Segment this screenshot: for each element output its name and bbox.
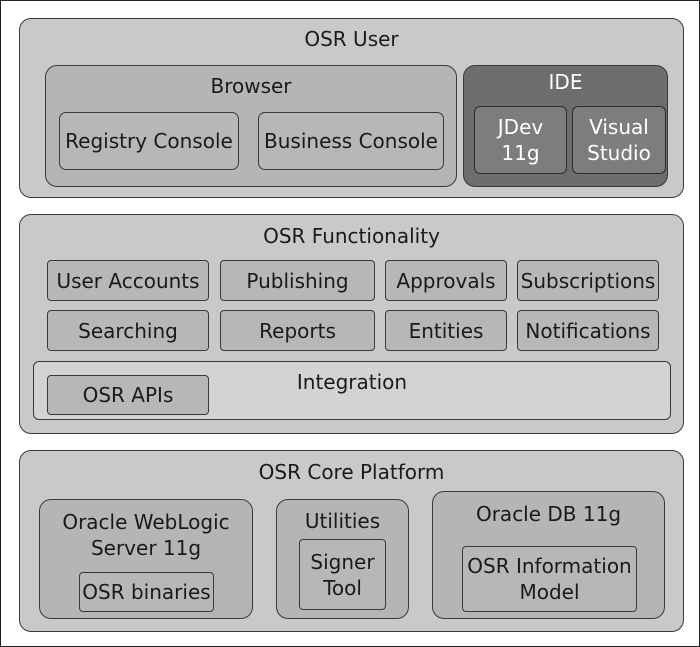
utilities-title: Utilities [304, 509, 381, 533]
jdev-box: JDev 11g [474, 106, 567, 174]
browser-title: Browser [210, 74, 292, 98]
oracle-db-group: Oracle DB 11g OSR Information Model [432, 491, 665, 619]
integration-group: Integration OSR APIs [33, 361, 671, 420]
utilities-group: Utilities Signer Tool [276, 499, 409, 619]
weblogic-group: Oracle WebLogic Server 11g OSR binaries [39, 499, 253, 619]
browser-group: Browser Registry Console Business Consol… [45, 65, 457, 187]
osr-user-layer: OSR User Browser Registry Console Busine… [19, 18, 684, 198]
publishing-box: Publishing [220, 260, 375, 301]
osr-functionality-title: OSR Functionality [263, 224, 440, 248]
visual-studio-box: Visual Studio [572, 106, 666, 174]
searching-box: Searching [47, 310, 209, 351]
notifications-box: Notifications [517, 310, 659, 351]
user-accounts-box: User Accounts [47, 260, 209, 301]
business-console-box: Business Console [258, 112, 444, 170]
weblogic-title: Oracle WebLogic Server 11g [62, 510, 230, 560]
osr-apis-box: OSR APIs [47, 375, 209, 415]
osr-functionality-layer: OSR Functionality User Accounts Publishi… [19, 214, 684, 434]
osr-information-model-box: OSR Information Model [462, 546, 637, 612]
osr-binaries-box: OSR binaries [79, 572, 214, 612]
osr-core-platform-title: OSR Core Platform [258, 460, 445, 484]
visual-studio-label: Visual Studio [587, 115, 651, 165]
subscriptions-box: Subscriptions [517, 260, 659, 301]
ide-group: IDE JDev 11g Visual Studio [463, 65, 668, 187]
entities-box: Entities [385, 310, 507, 351]
jdev-label: JDev 11g [497, 115, 544, 165]
osr-user-title: OSR User [304, 27, 399, 51]
oracle-db-title: Oracle DB 11g [475, 502, 622, 526]
registry-console-box: Registry Console [59, 112, 239, 170]
osr-core-platform-layer: OSR Core Platform Oracle WebLogic Server… [19, 450, 684, 632]
signer-tool-box: Signer Tool [299, 539, 386, 610]
approvals-box: Approvals [385, 260, 507, 301]
ide-title: IDE [548, 70, 583, 94]
signer-tool-label: Signer Tool [310, 549, 375, 600]
reports-box: Reports [220, 310, 375, 351]
osr-information-model-label: OSR Information Model [467, 554, 632, 604]
integration-title: Integration [296, 370, 408, 394]
